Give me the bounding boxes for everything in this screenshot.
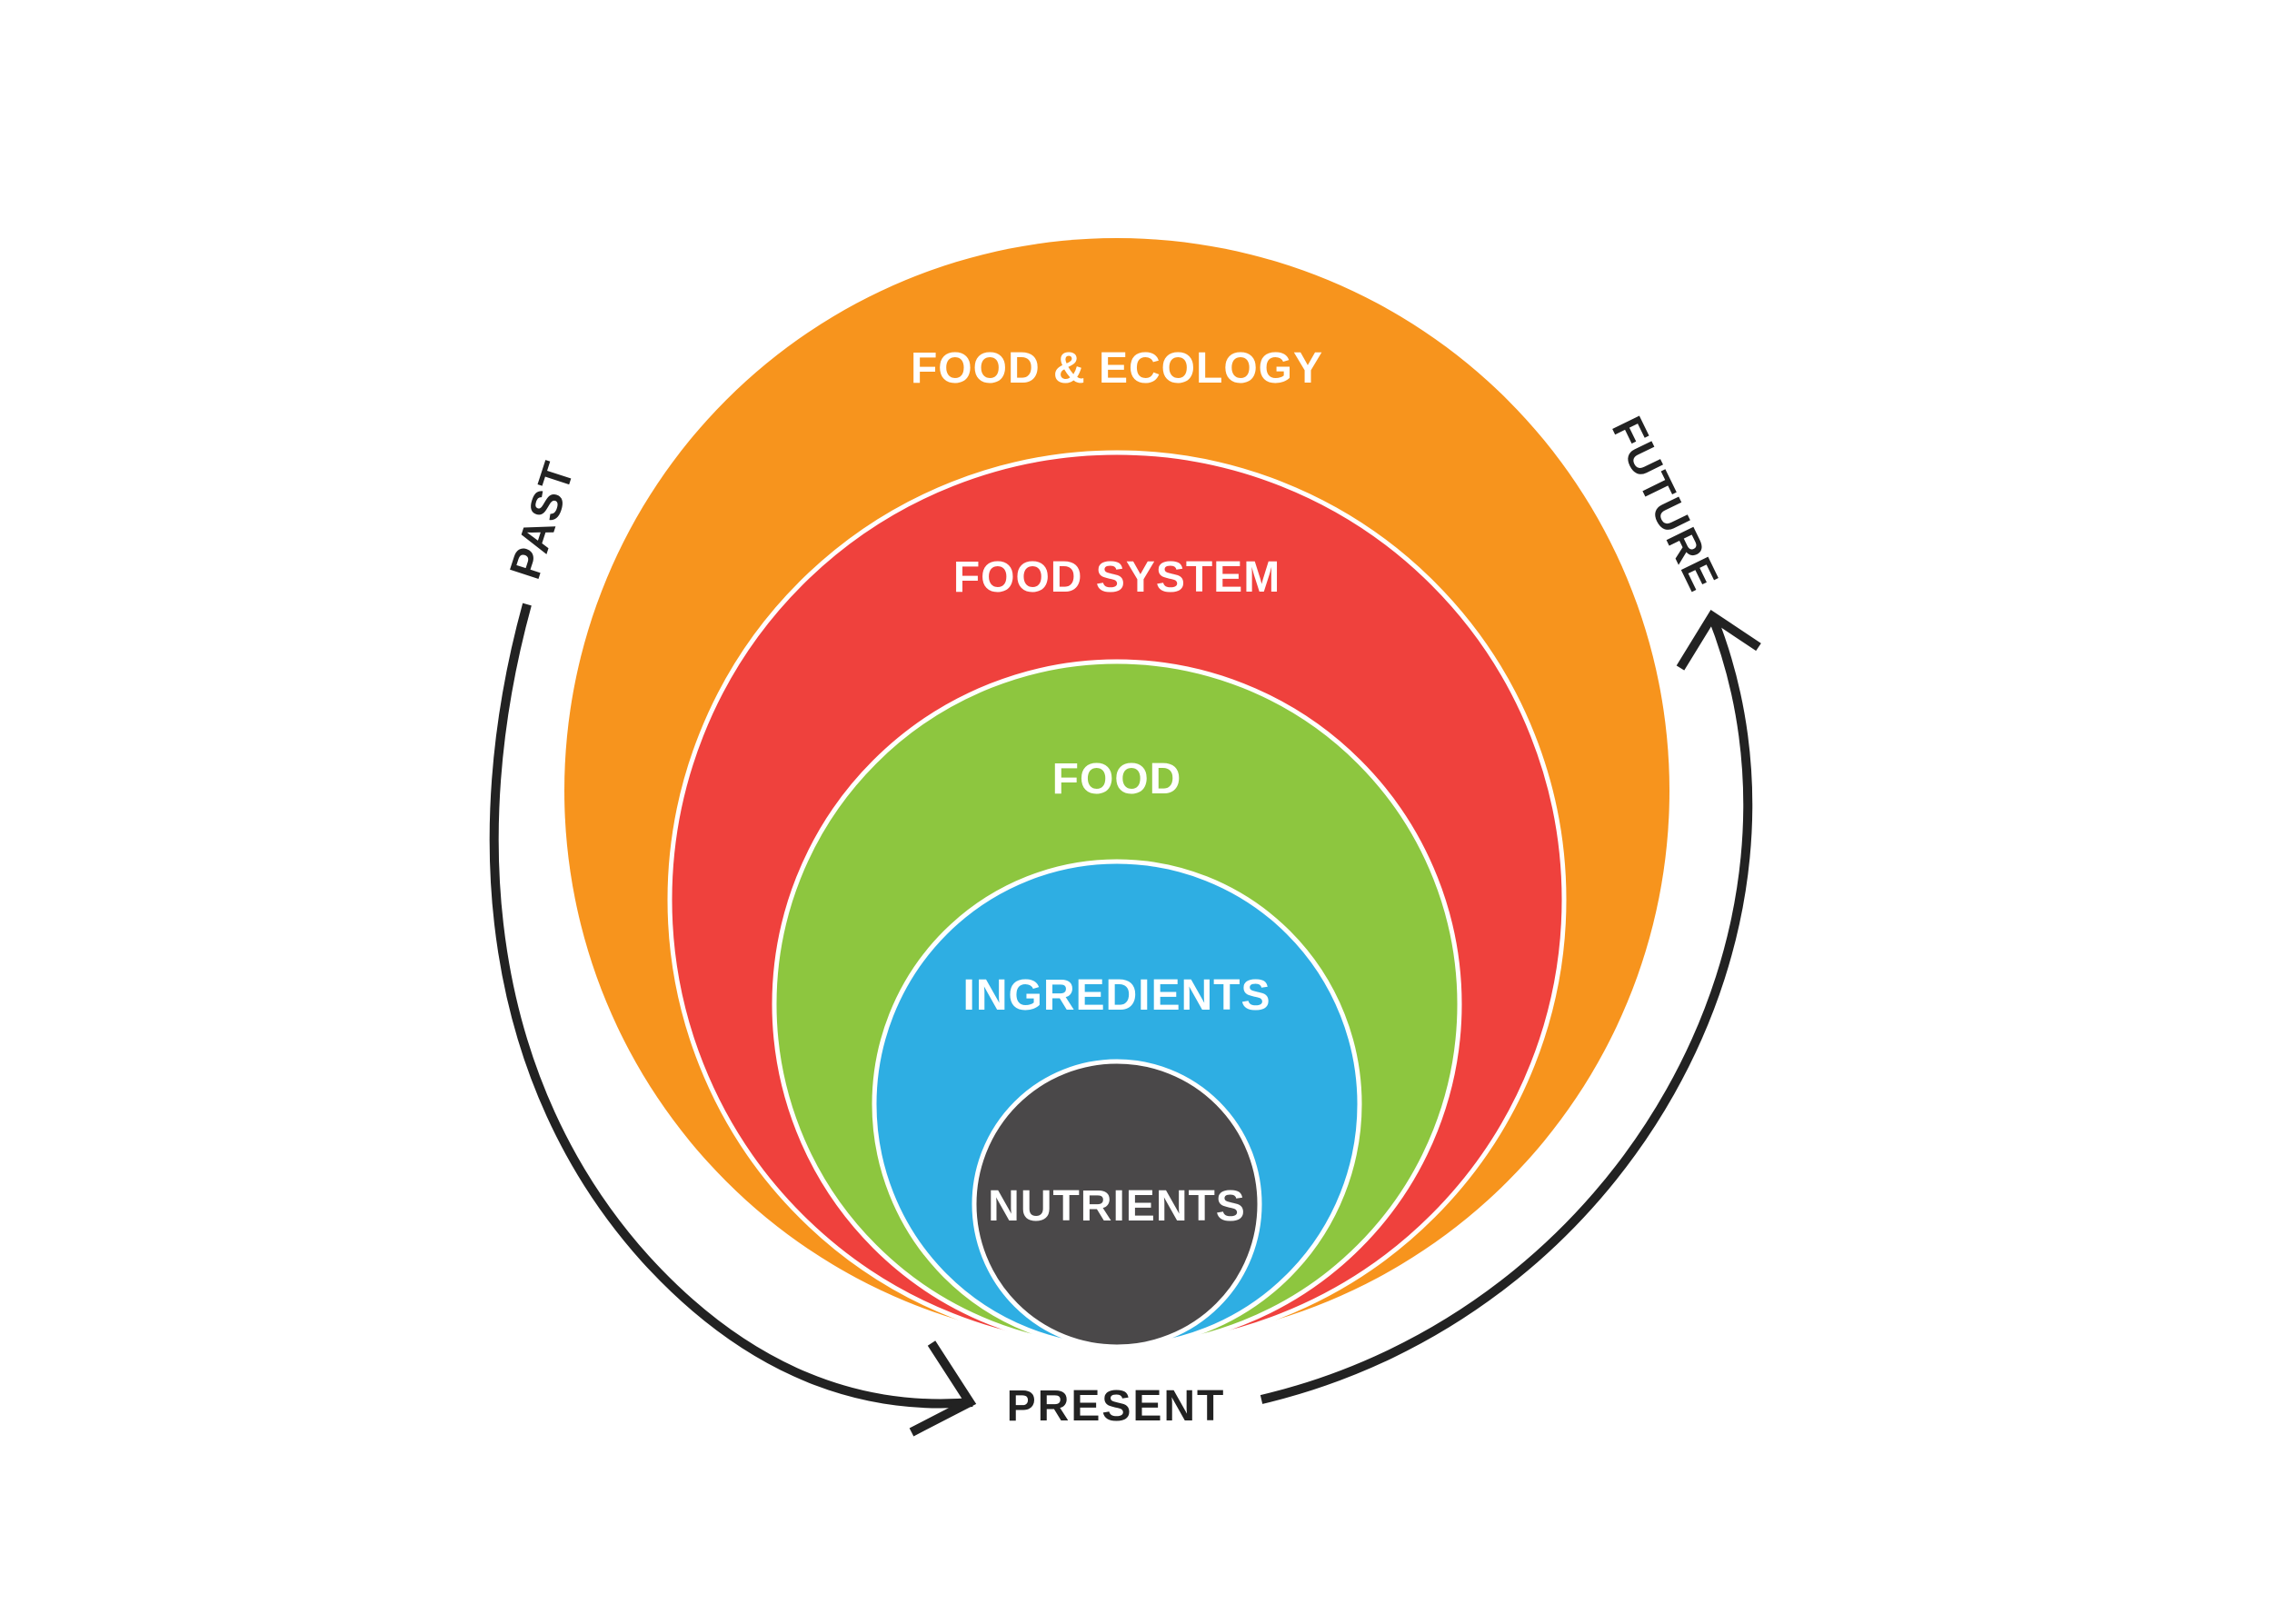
label-ingredients: INGREDIENTS [962, 971, 1271, 1020]
label-food-ecology: FOOD & ECOLOGY [911, 344, 1323, 393]
label-past: PAST [502, 455, 584, 584]
label-present: PRESENT [1007, 1382, 1226, 1430]
past-arc [489, 603, 973, 1409]
label-nutrients: NUTRIENTS [988, 1182, 1246, 1230]
label-food-system: FOOD SYSTEM [953, 553, 1280, 602]
future-arc [1260, 614, 1753, 1404]
circle-nutrients [972, 1059, 1262, 1350]
label-food: FOOD [1052, 755, 1182, 803]
present-arrowhead [909, 1340, 977, 1437]
future-arrowhead [1676, 609, 1761, 671]
